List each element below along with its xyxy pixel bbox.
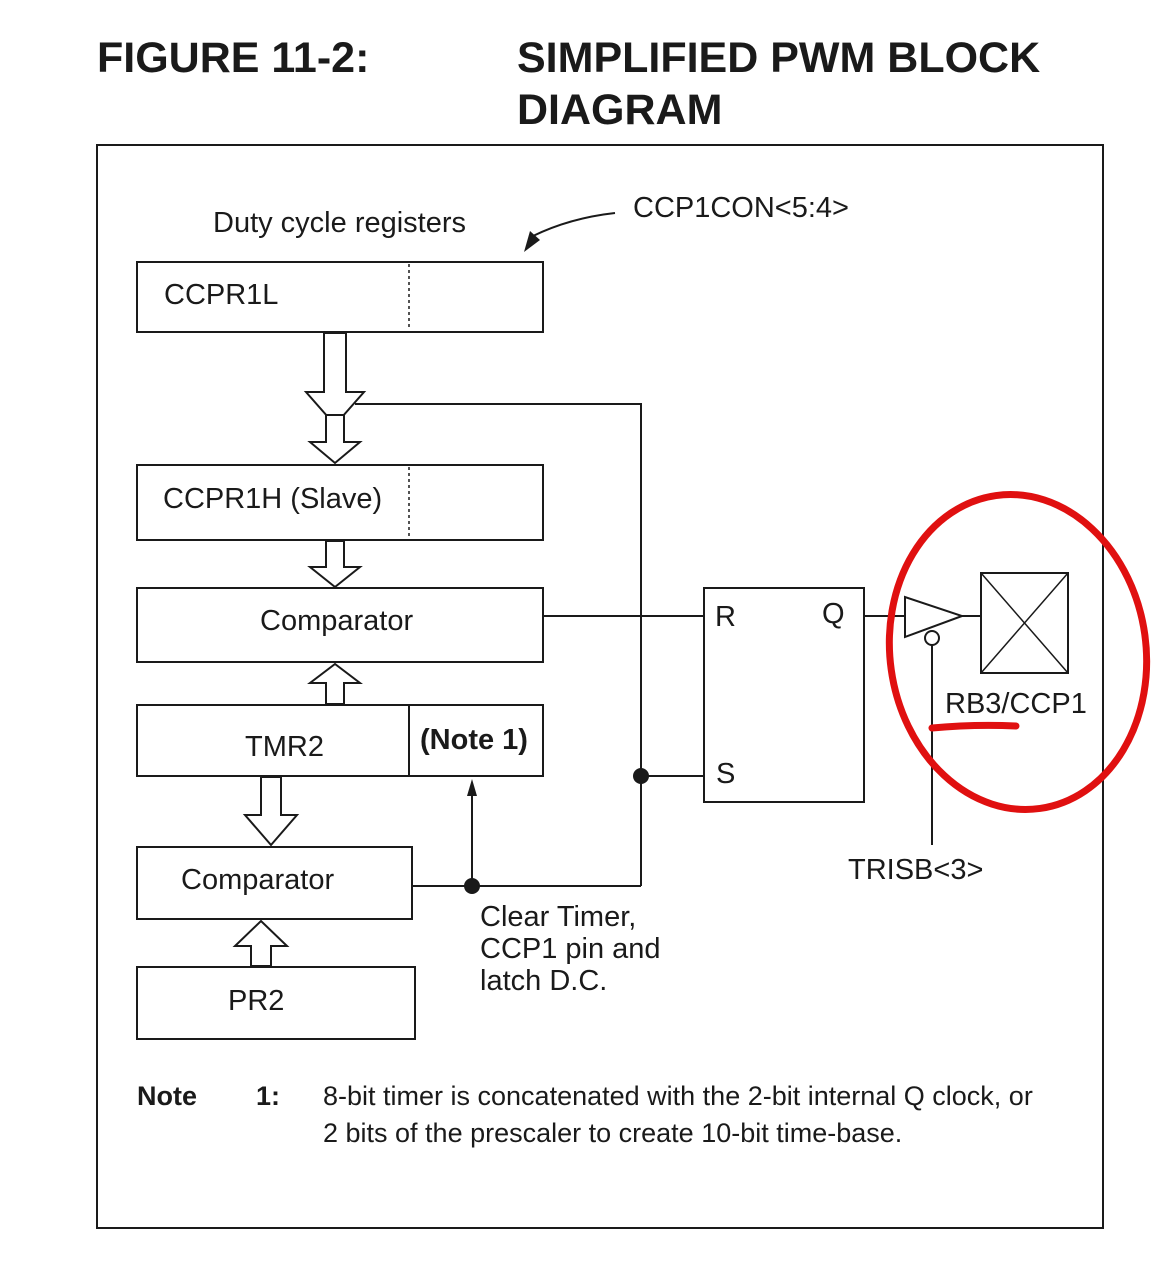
- clear-timer-line-2: CCP1 pin and: [480, 933, 661, 965]
- figure-number: FIGURE 11-2:: [97, 34, 370, 82]
- ccp1con-arrowhead: [524, 231, 540, 252]
- note-number: 1:: [256, 1081, 281, 1111]
- figure-title: SIMPLIFIED PWM BLOCK DIAGRAM: [517, 34, 1041, 134]
- ccpr1l-label: CCPR1L: [164, 279, 278, 311]
- pr2-label: PR2: [228, 985, 284, 1017]
- figure-frame: [96, 144, 1104, 1229]
- bus-arrow-ccpr1l-ccpr1h-lower: [307, 414, 363, 465]
- comparator-bottom-block: Comparator: [136, 846, 413, 920]
- clear-arrowhead: [467, 779, 477, 796]
- bus-arrow-tmr2-comparator-bottom: [242, 776, 300, 847]
- comparator-top-label: Comparator: [260, 605, 413, 637]
- comparator-bottom-label: Comparator: [181, 864, 334, 896]
- ccpr1h-label: CCPR1H (Slave): [163, 483, 382, 515]
- bus-arrow-ccpr1h-comparator: [307, 540, 363, 589]
- ccp1con-label: CCP1CON<5:4>: [633, 192, 849, 224]
- bus-arrow-pr2-comparator: [232, 919, 290, 967]
- output-buffer: [904, 595, 966, 639]
- latch-r-label: R: [715, 601, 736, 633]
- pr2-block: PR2: [136, 966, 416, 1040]
- trisb-label: TRISB<3>: [848, 854, 983, 886]
- ccpr1l-block: CCPR1L: [136, 261, 544, 333]
- bus-arrow-tmr2-comparator: [307, 662, 363, 705]
- tmr2-label: TMR2: [245, 731, 324, 763]
- note-body: 8-bit timer is concatenated with the 2-b…: [323, 1081, 1033, 1148]
- highlight-circle: [885, 491, 1151, 813]
- pin-icon: [980, 572, 1069, 674]
- highlight-underline: [928, 721, 1020, 732]
- latch-s-label: S: [716, 758, 735, 790]
- note-ref-label: (Note 1): [420, 724, 528, 756]
- comparator-top-block: Comparator: [136, 587, 544, 663]
- load-line: [355, 403, 642, 886]
- note-label: Note: [137, 1081, 197, 1111]
- tmr2-block: TMR2 (Note 1): [136, 704, 544, 777]
- ccp1con-pointer: [532, 212, 616, 237]
- clear-timer-line-1: Clear Timer,: [480, 901, 636, 933]
- latch-q-label: Q: [822, 598, 845, 630]
- bus-arrow-ccpr1l-ccpr1h: [303, 332, 367, 427]
- ccpr1h-block: CCPR1H (Slave): [136, 464, 544, 541]
- buffer-enable-bubble: [924, 630, 940, 646]
- duty-cycle-label: Duty cycle registers: [213, 207, 466, 239]
- pin-label: RB3/CCP1: [945, 688, 1087, 720]
- rs-latch: R Q S: [703, 587, 865, 803]
- clear-timer-line-3: latch D.C.: [480, 965, 607, 997]
